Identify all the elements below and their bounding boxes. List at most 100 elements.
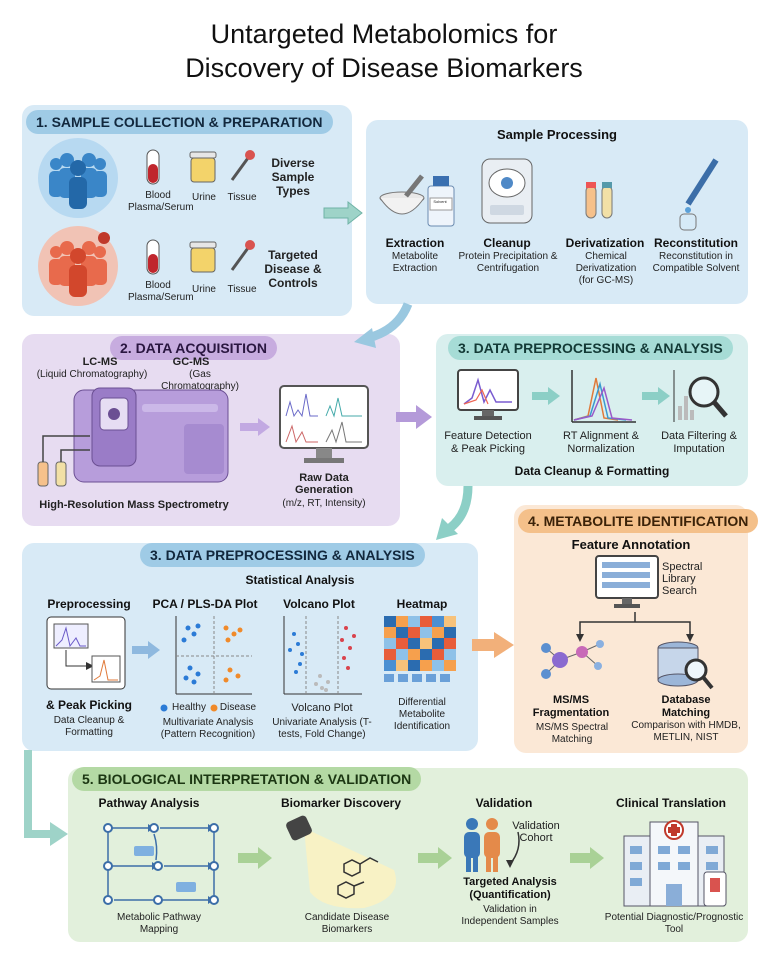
peak-picking-monitor-icon — [457, 369, 519, 420]
section5-heading: 5. BIOLOGICAL INTERPRETATION & VALIDATIO… — [72, 767, 422, 791]
pipette-icon — [679, 158, 719, 231]
preprocessing-title: Preprocessing — [47, 597, 131, 611]
pathway-network-icon — [103, 823, 219, 905]
targeted-label: Targeted Disease & Controls — [264, 248, 322, 290]
step-derivatization-desc: Chemical Derivatization (for GC-MS) — [575, 251, 637, 286]
step-extraction-name: Extraction — [385, 236, 445, 250]
biomarker-title: Biomarker Discovery — [280, 796, 402, 810]
raw-data-sub-label: (m/z, RT, Intensity) — [282, 498, 366, 509]
hrms-label: High-Resolution Mass Spectrometry — [39, 499, 229, 511]
step-reconstitution-name: Reconstitution — [654, 236, 738, 250]
validation-people-icon — [464, 818, 500, 872]
section3-heading-bottom: 3. DATA PREPROCESSING & ANALYSIS — [140, 543, 425, 567]
statistical-analysis-title: Statistical Analysis — [245, 573, 355, 587]
rt-alignment-label: RT Alignment & Normalization — [562, 430, 640, 455]
sample-processing-title: Sample Processing — [497, 127, 617, 142]
panel-metabolite-identification — [514, 505, 748, 753]
blood-label-2: Blood Plasma/Serum — [128, 280, 194, 303]
arrow-curve-icon — [354, 302, 413, 348]
arrow-right-icon-6 — [132, 641, 160, 659]
peak-picking-sub: Data Cleanup & Formatting — [53, 715, 125, 738]
step-derivatization-name: Derivatization — [565, 236, 645, 250]
data-cleanup-footer: Data Cleanup & Formatting — [514, 464, 670, 478]
branch-arrows-icon — [576, 612, 694, 642]
arrow-left-down-icon — [24, 750, 68, 846]
page-subtitle: Discovery of Disease Biomarkers — [185, 53, 583, 83]
page-title: Untargeted Metabolomics for — [210, 19, 558, 49]
volcano-plot — [283, 616, 362, 695]
urine-label: Urine — [192, 192, 216, 203]
arrow-right-icon-2 — [240, 418, 270, 436]
solvent-label: Solvent — [433, 199, 447, 204]
disease-group-icon — [38, 226, 118, 306]
lcms-label: LC-MS — [82, 356, 118, 368]
volcano-plot-label: Volcano Plot — [291, 702, 353, 714]
pca-scatter-plot — [175, 616, 252, 695]
step-cleanup-desc: Protein Precipitation & Centrifugation — [458, 251, 558, 274]
database-search-icon — [657, 641, 714, 690]
healthy-legend-dot — [160, 704, 168, 712]
arrow-right-icon-3 — [396, 405, 432, 429]
targeted-analysis-title: Targeted Analysis (Quantification) — [463, 876, 557, 901]
tissue-label: Tissue — [227, 192, 257, 203]
database-matching-title: Database Matching — [661, 694, 711, 719]
data-filtering-label: Data Filtering & Imputation — [661, 430, 737, 455]
clinical-sub: Potential Diagnostic/Prognostic Tool — [604, 912, 744, 935]
arrow-right-icon-8 — [238, 847, 272, 869]
peak-picking-title: & Peak Picking — [45, 698, 133, 712]
tissue-dropper-icon-2 — [230, 240, 255, 271]
biomarker-sub: Candidate Disease Biomarkers — [304, 912, 390, 935]
volcano-sub: Univariate Analysis (T-tests, Fold Chang… — [272, 717, 372, 740]
centrifuge-icon — [481, 158, 533, 224]
spectral-library-label: Spectral Library Search — [662, 561, 703, 597]
heatmap-sub: Differential Metabolite Identification — [393, 697, 451, 732]
pca-title: PCA / PLS-DA Plot — [152, 597, 258, 611]
section2-heading: 2. DATA ACQUISITION — [110, 336, 277, 360]
validation-sub: Validation in Independent Samples — [461, 904, 559, 927]
tissue-label-2: Tissue — [227, 284, 257, 295]
pca-sub: Multivariate Analysis (Pattern Recogniti… — [160, 717, 256, 740]
disease-legend-label: Disease — [219, 702, 257, 713]
curved-arrow-icon — [506, 831, 520, 868]
step-reconstitution-desc: Reconstitution in Compatible Solvent — [652, 251, 740, 274]
blood-label: Blood Plasma/Serum — [128, 190, 194, 213]
arrow-right-icon — [323, 200, 363, 226]
section1-heading: 1. SAMPLE COLLECTION & PREPARATION — [26, 110, 333, 134]
section4-heading: 4. METABOLITE IDENTIFICATION — [518, 509, 759, 533]
validation-cohort-label: Validation Cohort — [512, 820, 560, 844]
disease-legend-dot — [210, 704, 218, 712]
step-extraction-desc: Metabolite Extraction — [391, 251, 439, 274]
urine-cup-icon — [189, 151, 217, 183]
msms-title: MS/MS Fragmentation — [532, 694, 610, 719]
pathway-title: Pathway Analysis — [98, 796, 200, 810]
section3-heading-top: 3. DATA PREPROCESSING & ANALYSIS — [448, 336, 733, 360]
tissue-dropper-icon — [230, 150, 255, 181]
heatmap-grid — [384, 616, 456, 682]
heatmap-title: Heatmap — [396, 597, 448, 611]
volcano-title: Volcano Plot — [283, 597, 355, 611]
feature-annotation-title: Feature Annotation — [571, 537, 691, 552]
arrow-right-icon-5 — [642, 387, 670, 405]
gcms-sub-label: (Gas Chromatography) — [161, 369, 239, 392]
annotation-monitor-icon — [595, 555, 659, 608]
diverse-label: Diverse Sample Types — [271, 156, 315, 198]
database-matching-sub: Comparison with HMDB, METLIN, NIST — [631, 720, 741, 743]
raw-data-monitor-icon — [279, 385, 369, 463]
arrow-right-icon-4 — [532, 387, 560, 405]
mass-spectrometer-icon — [37, 387, 229, 487]
msms-sub: MS/MS Spectral Matching — [535, 722, 609, 745]
healthy-group-icon — [38, 138, 118, 218]
urine-cup-icon-2 — [189, 241, 217, 273]
fragmentation-network-icon — [541, 640, 604, 679]
clinical-title: Clinical Translation — [615, 796, 727, 810]
spotlight-molecule-icon — [286, 815, 396, 909]
lcms-sub-label: (Liquid Chromatography) — [36, 369, 148, 380]
arrow-down-left-icon — [436, 485, 473, 540]
pathway-sub: Metabolic Pathway Mapping — [117, 912, 201, 935]
magnifier-filter-icon — [673, 370, 728, 422]
gcms-label: GC-MS — [172, 356, 210, 368]
blood-tube-icon — [146, 149, 160, 185]
mortar-pestle-icon — [379, 174, 455, 227]
hospital-icon — [623, 820, 727, 907]
arrow-right-icon-9 — [418, 847, 452, 869]
